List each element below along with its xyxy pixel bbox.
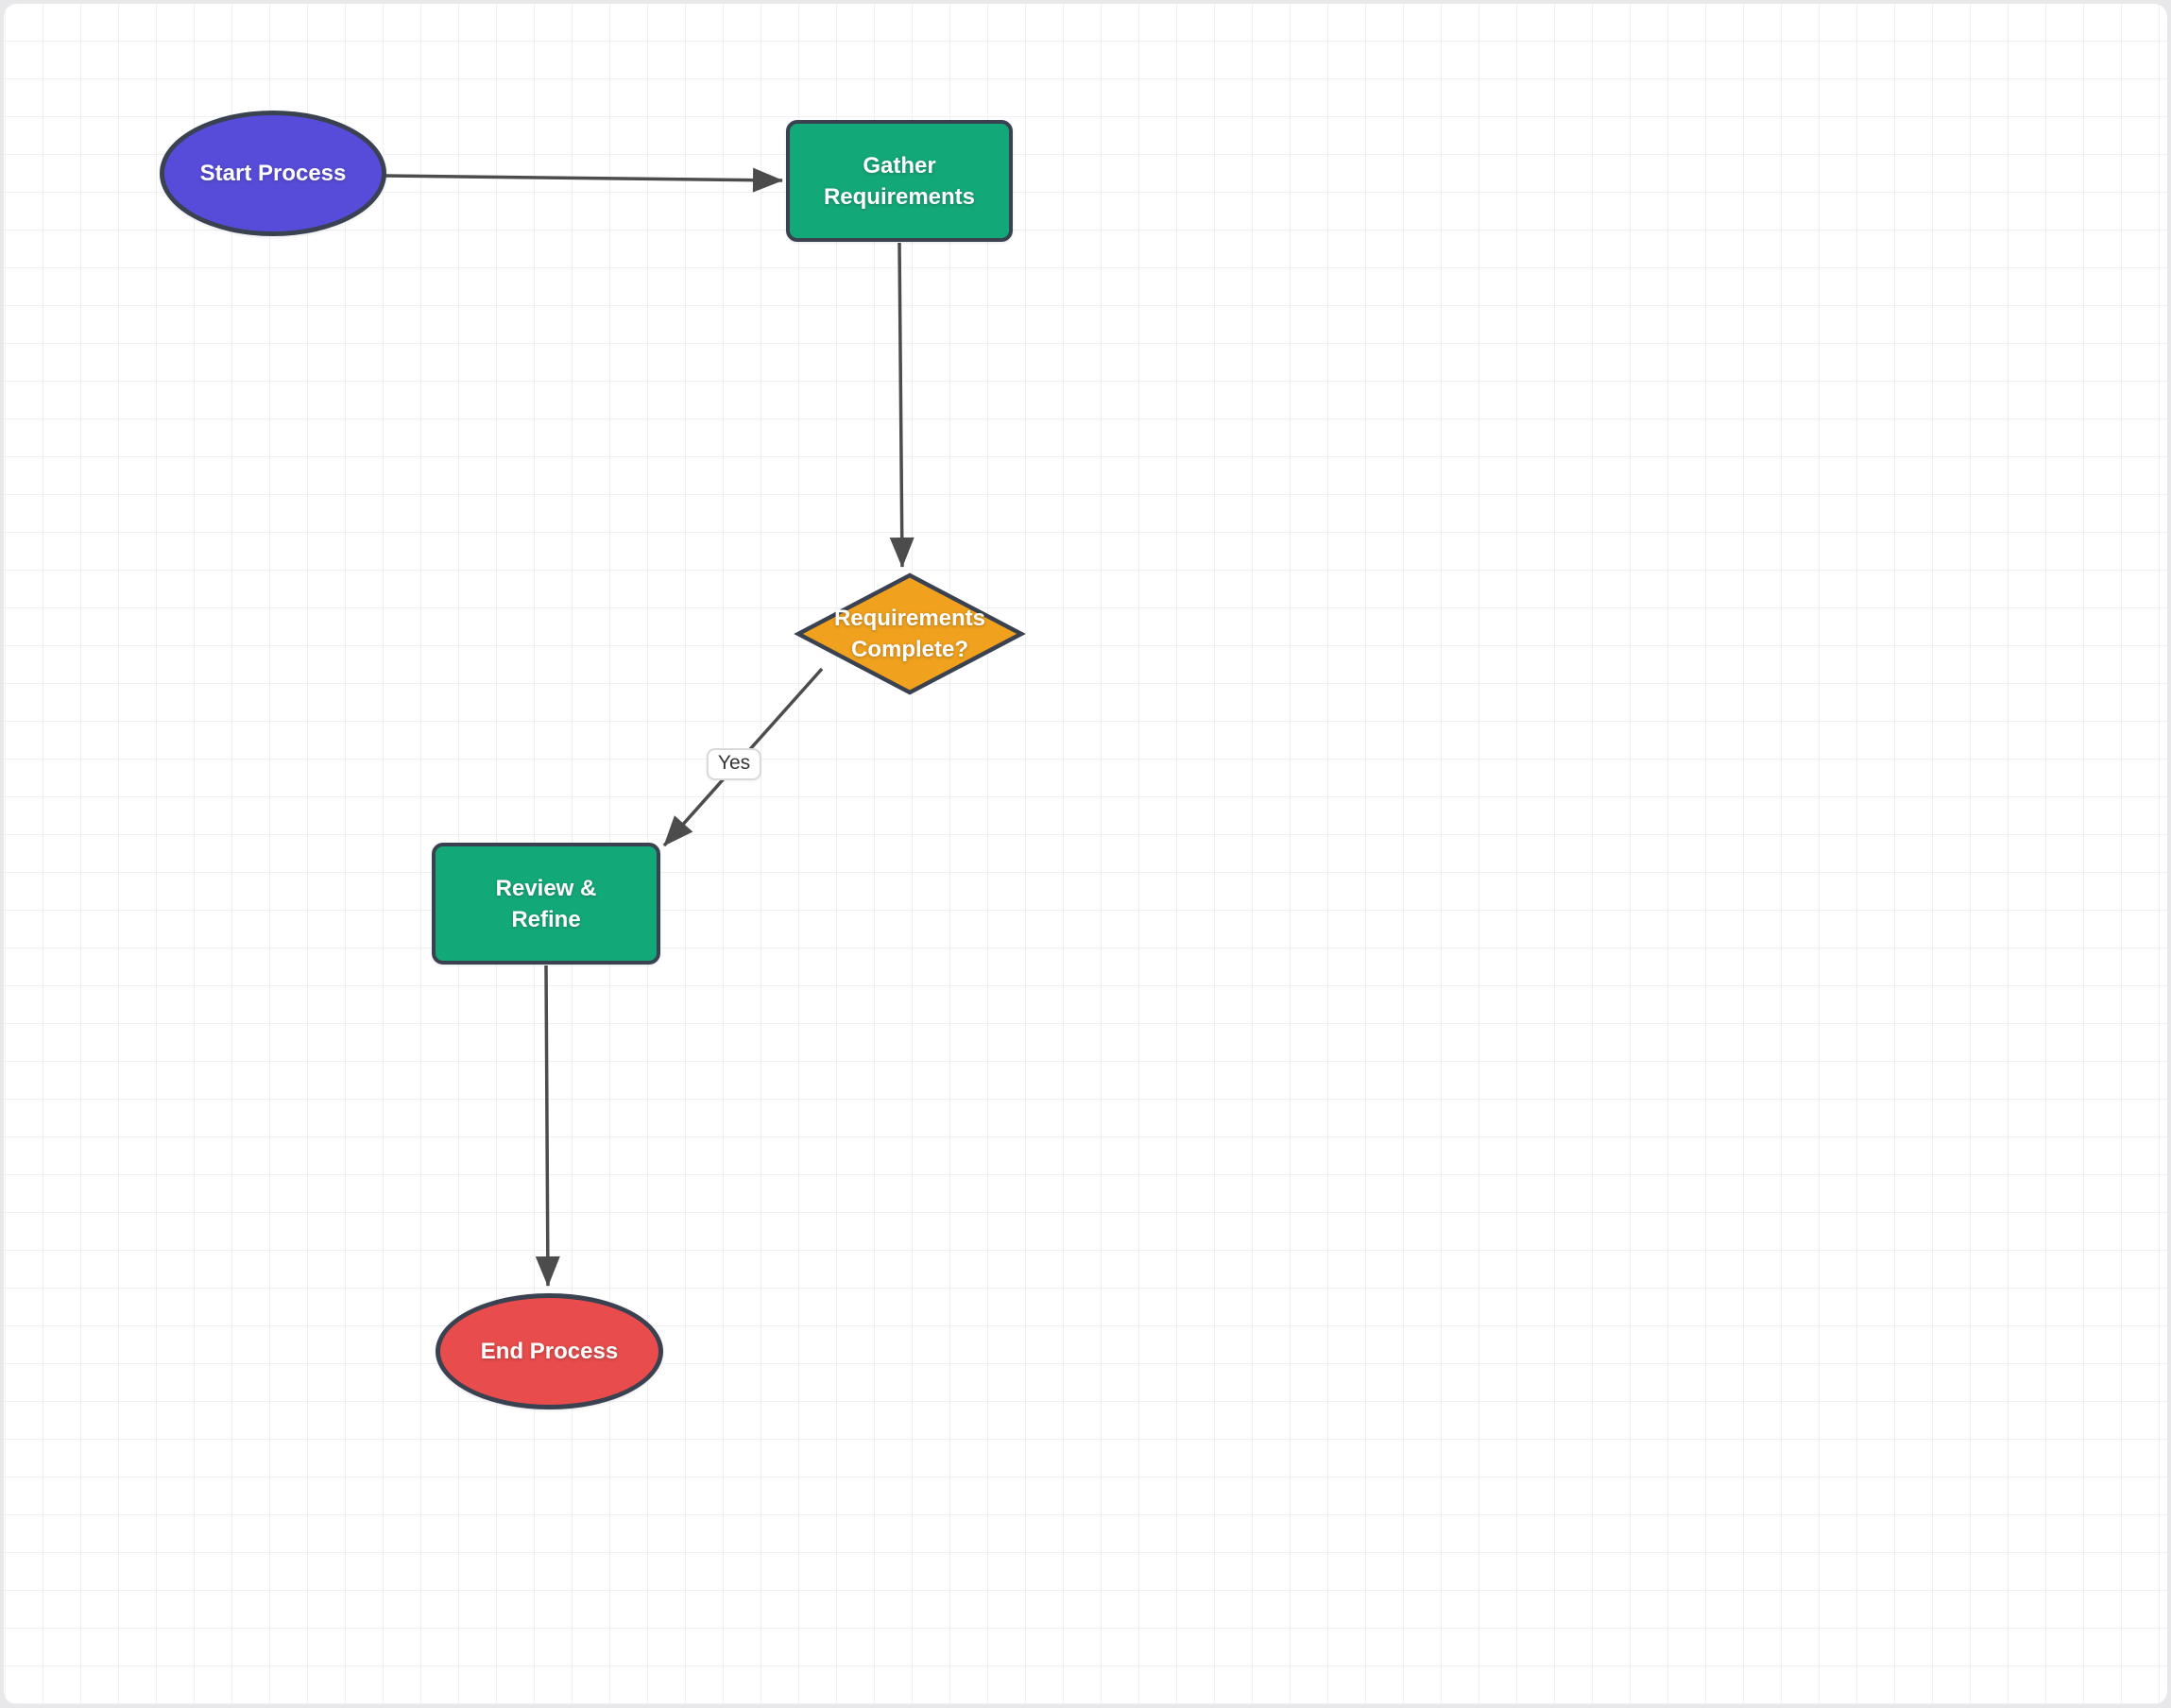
diamond-shape <box>794 572 1026 695</box>
node-review-refine-label: Review & Refine <box>495 875 597 932</box>
node-end-process-label: End Process <box>480 1339 619 1364</box>
node-start-process[interactable]: Start Process <box>160 111 386 236</box>
edge-gather-to-decision[interactable] <box>889 242 915 568</box>
node-requirements-complete-label: Requirements Complete? <box>833 606 986 662</box>
node-review-refine[interactable]: Review & Refine <box>432 843 660 965</box>
node-gather-requirements-label: Gather Requirements <box>823 152 976 210</box>
edge-label-yes[interactable]: Yes <box>706 748 762 780</box>
edge-start-to-gather[interactable] <box>385 167 783 193</box>
node-start-process-label: Start Process <box>199 161 347 186</box>
edge-review-to-end[interactable] <box>535 965 560 1287</box>
edges-layer <box>385 167 915 1287</box>
node-gather-requirements[interactable]: Gather Requirements <box>786 120 1013 242</box>
diagram-canvas[interactable]: Start Process Gather Requirements Requir… <box>4 4 2167 1704</box>
node-end-process[interactable]: End Process <box>436 1293 663 1409</box>
node-requirements-complete[interactable]: Requirements Complete? <box>794 571 1026 697</box>
